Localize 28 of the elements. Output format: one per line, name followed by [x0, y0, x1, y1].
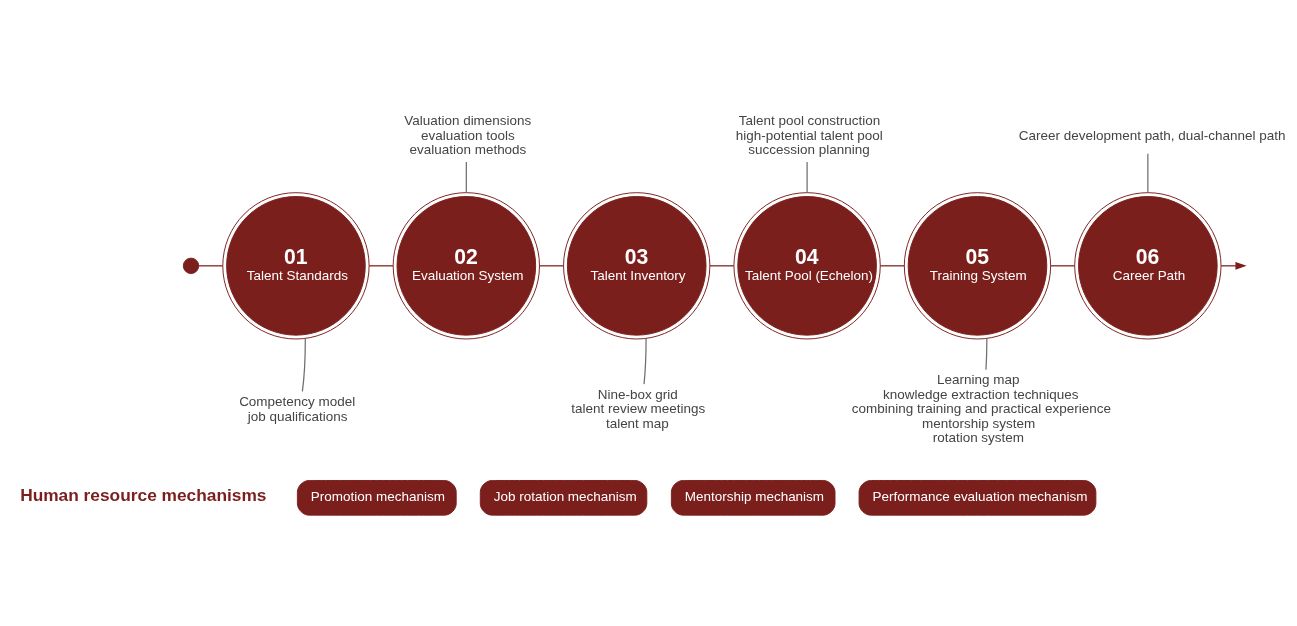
connector [1050, 265, 1076, 267]
node-text: Talent pool construction high-potential talent pool succession planning [735, 113, 883, 158]
node-circle: 05 Training System [903, 192, 1052, 340]
label: Human resource mechanisms [20, 485, 267, 506]
node-circle: 04 Talent Pool (Echelon) [733, 192, 881, 340]
connector [198, 265, 224, 267]
node-text: Nine-box grid talent review meetings talent map [571, 386, 706, 431]
node-text: Career development path, dual-channel path [1018, 127, 1286, 143]
node-circle: 01 Talent Standards [222, 192, 370, 340]
connector [538, 265, 565, 267]
connector [985, 338, 988, 371]
node-circle [182, 257, 200, 274]
connector [709, 265, 735, 267]
connector [1147, 153, 1149, 194]
connector [368, 265, 394, 267]
connector [301, 338, 306, 392]
node-box: Job rotation mechanism [479, 480, 648, 516]
connector [879, 265, 905, 267]
connector [643, 338, 647, 385]
node-circle: 06 Career Path [1074, 192, 1222, 340]
node-text: Valuation dimensions evaluation tools evaluation methods [404, 113, 532, 158]
connector [465, 161, 467, 194]
node-text: Competency model job qualifications [239, 394, 356, 424]
node-box: Performance evaluation mechanism [858, 480, 1097, 516]
node-text: Learning map knowledge extraction techniques combining training and practical experience mentorship system rotation system [851, 372, 1111, 446]
connector [806, 161, 808, 194]
node-box: Mentorship mechanism [670, 480, 836, 516]
node-box: Promotion mechanism [296, 480, 457, 516]
